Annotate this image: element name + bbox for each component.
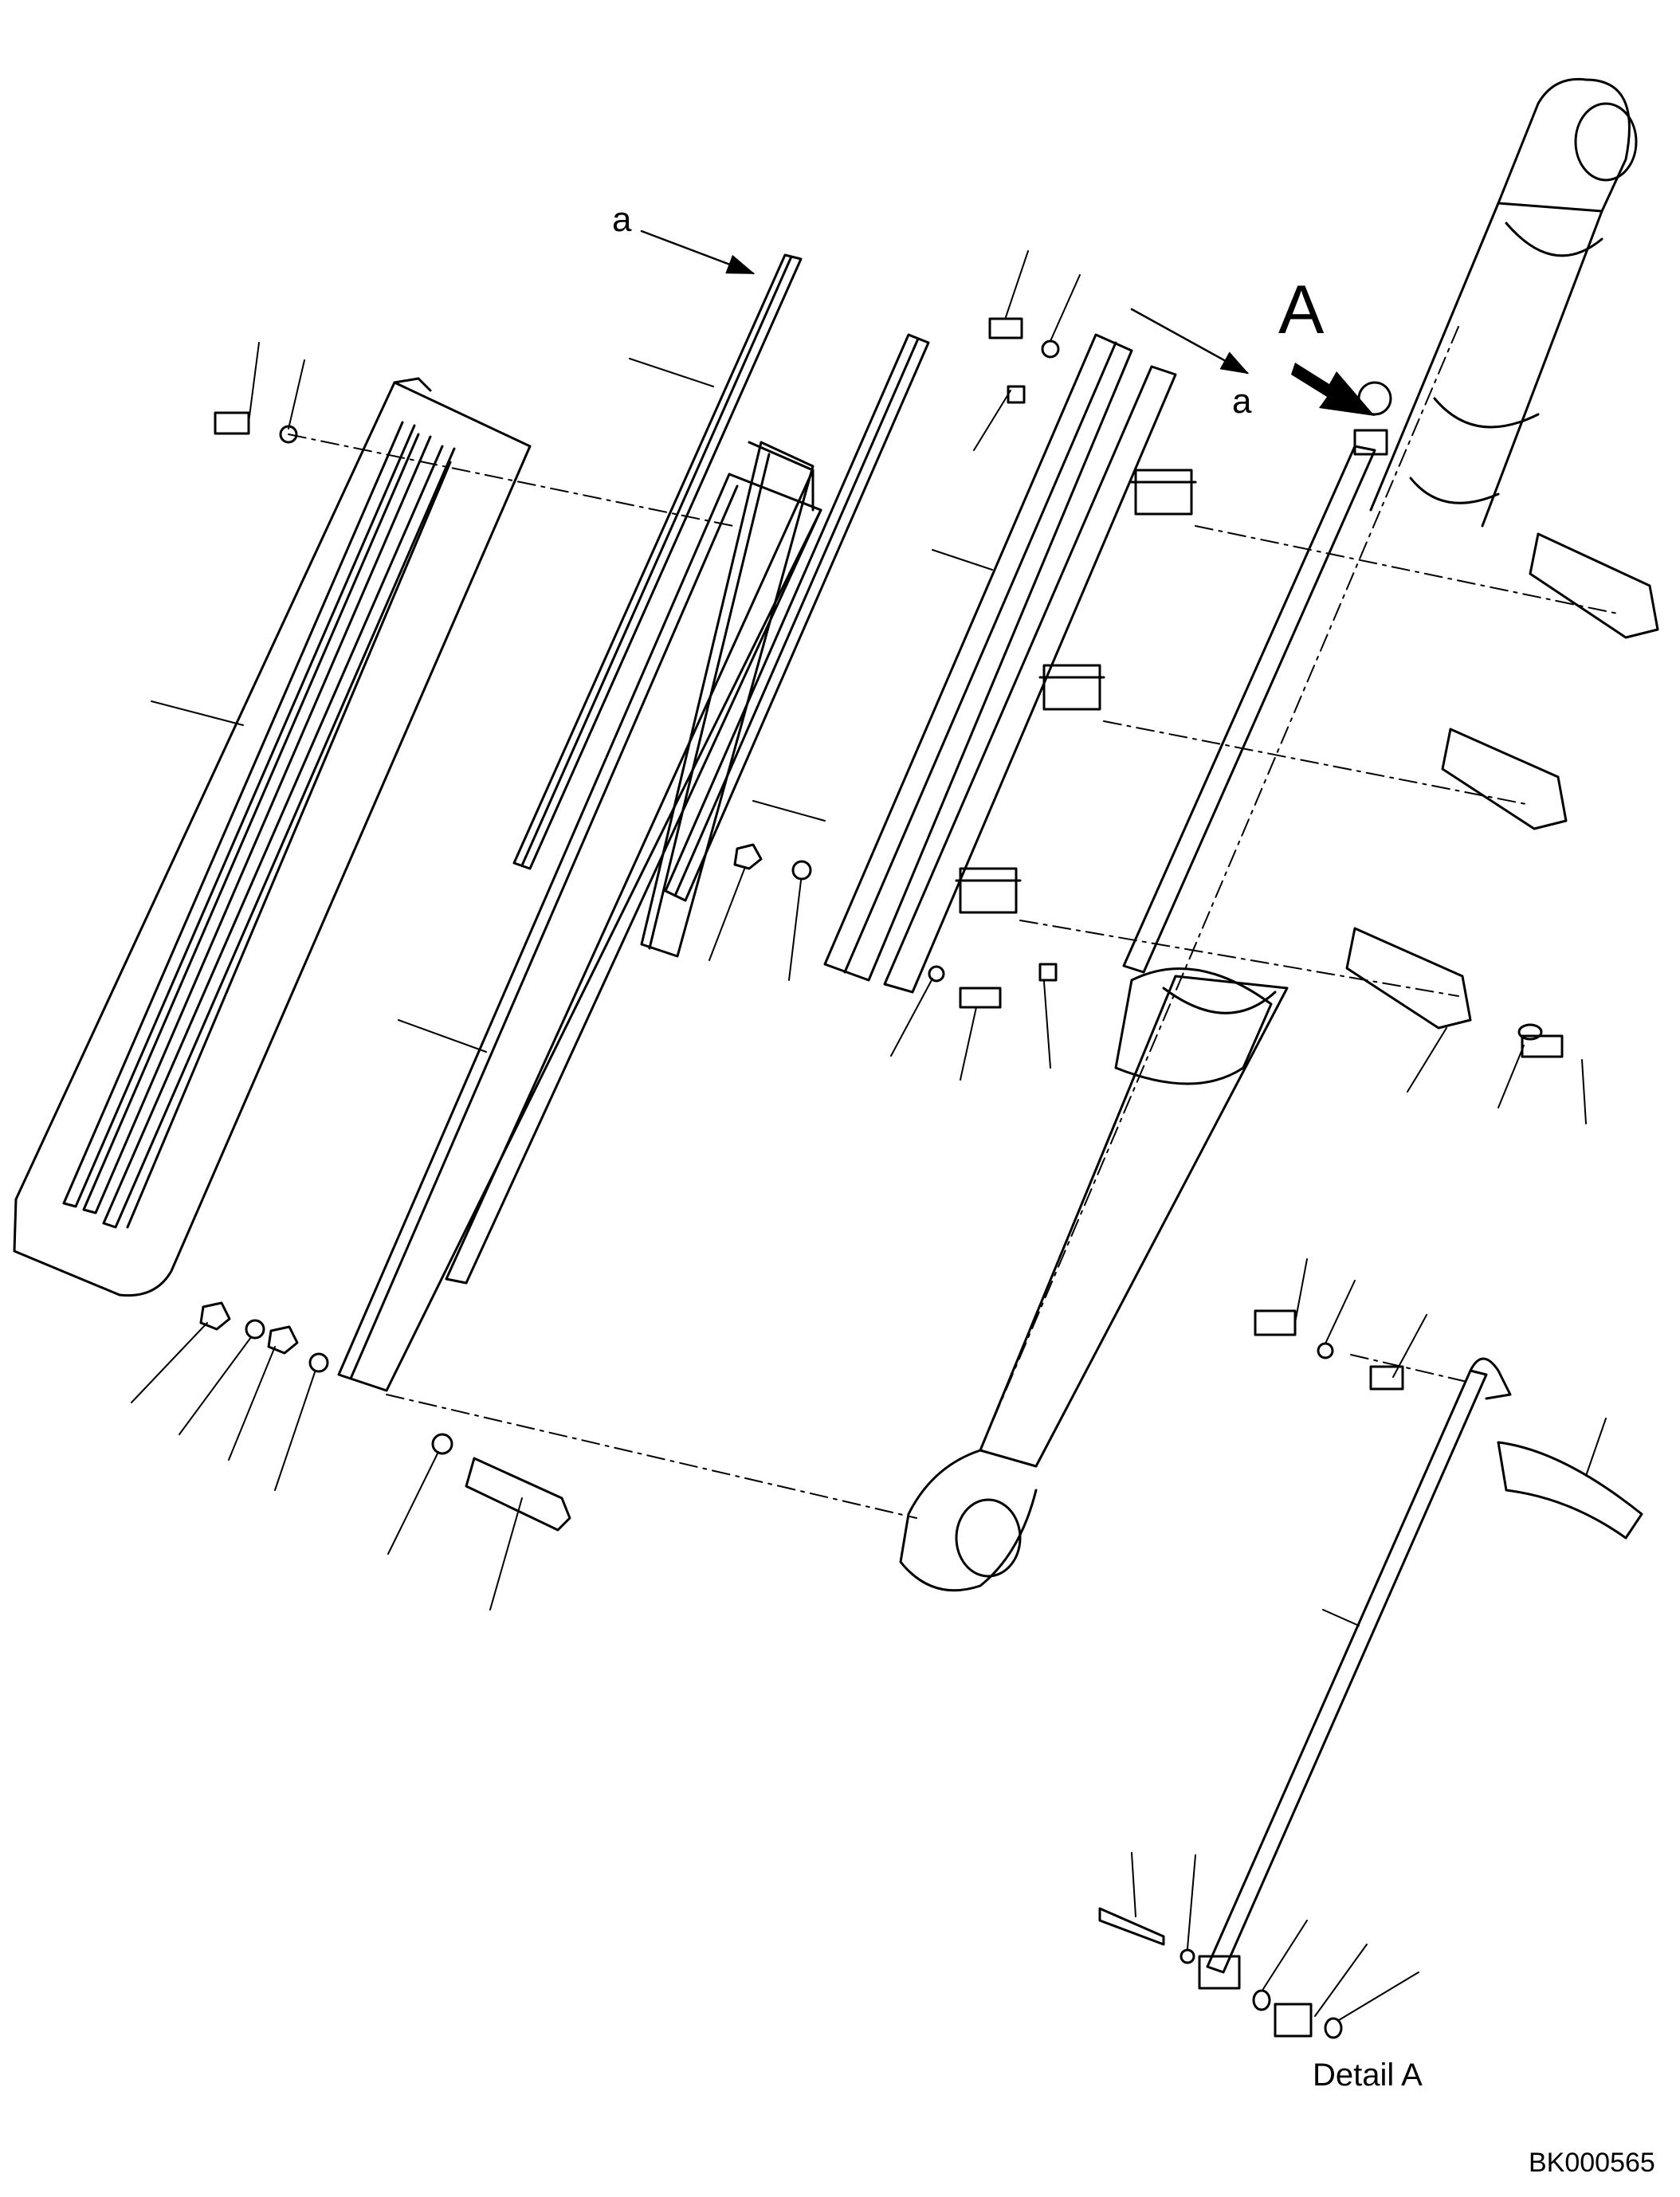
cover-panel	[14, 379, 530, 1296]
view-marker-a-top: a	[612, 200, 632, 239]
long-guide-rail	[339, 442, 821, 1391]
leader-lines	[131, 251, 1606, 2020]
view-arrows	[642, 231, 1250, 373]
bracket-rail	[825, 335, 1195, 992]
fasteners	[201, 319, 1562, 1963]
assembly-dashed-lines	[289, 327, 1618, 1518]
clamp-saddle-3	[1347, 928, 1470, 1028]
view-marker-a-right: a	[1232, 382, 1252, 421]
detail-arrow-icon	[1291, 363, 1375, 416]
thin-rod-a	[514, 255, 801, 869]
clamp-saddle-1	[1530, 534, 1658, 638]
drawing-code: BK000565	[1529, 2148, 1655, 2178]
hydraulic-cylinder	[901, 79, 1636, 1590]
hydraulic-pipe	[1124, 383, 1391, 972]
detail-pipe	[1199, 1359, 1642, 2038]
detail-caption: Detail A	[1313, 2058, 1423, 2093]
detail-marker-label: A	[1278, 272, 1325, 348]
clamp-saddle-2	[1443, 729, 1566, 829]
short-guide-rail	[642, 442, 813, 956]
